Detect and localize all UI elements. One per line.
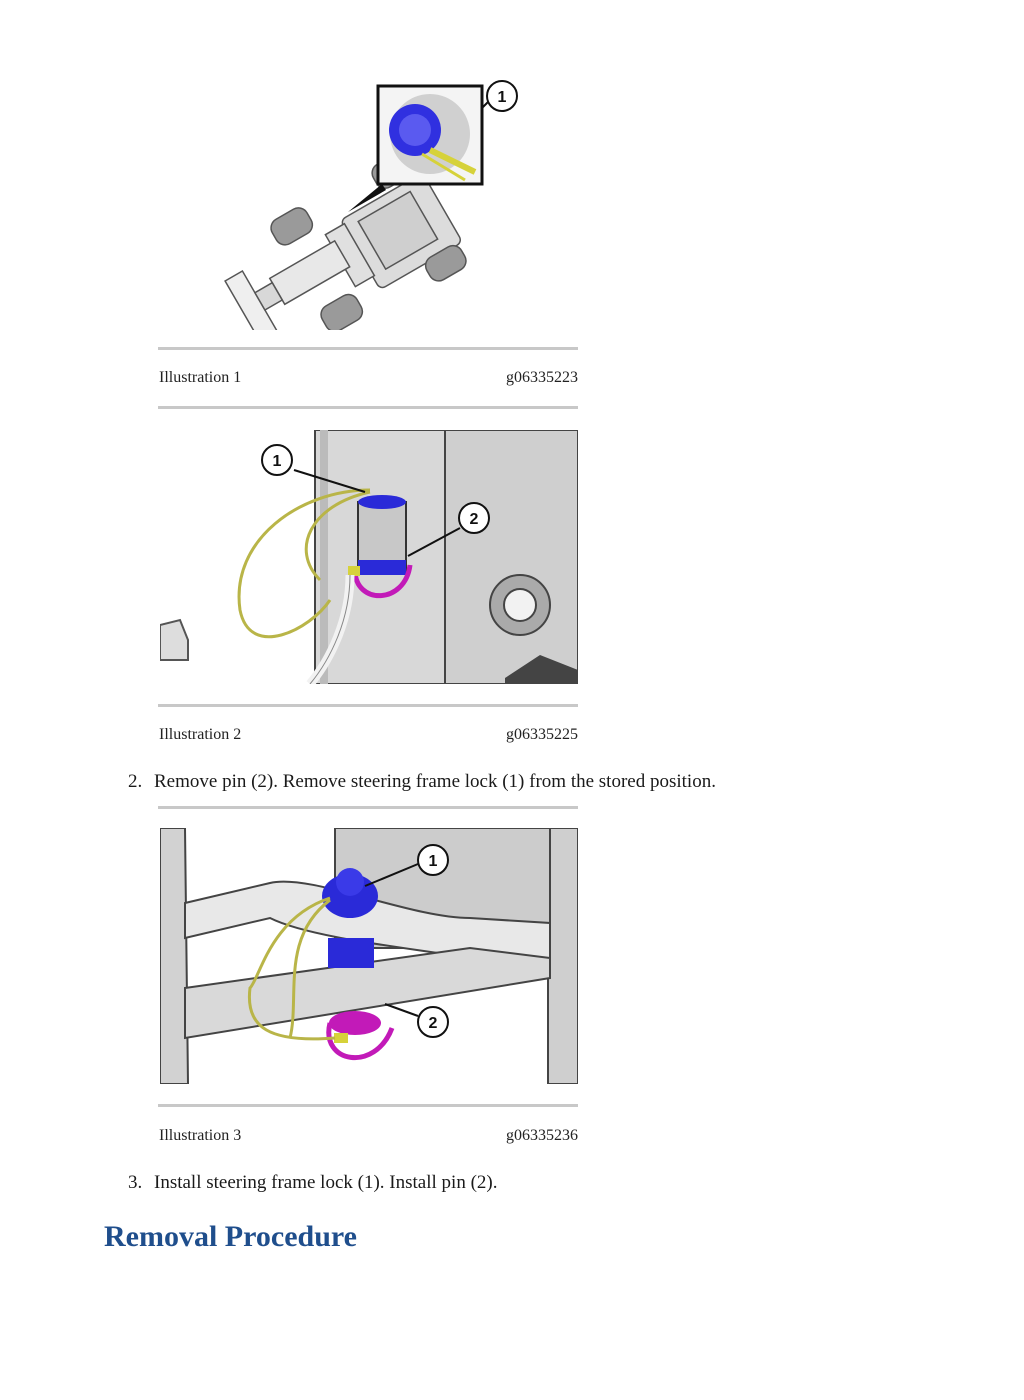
figure-2-caption-id: g06335225	[506, 726, 578, 743]
section-heading: Removal Procedure	[104, 1220, 357, 1253]
callout-2-label: 2	[470, 511, 479, 528]
step-3-text: Install steering frame lock (1). Install…	[154, 1172, 498, 1193]
step-3: 3. Install steering frame lock (1). Insta…	[128, 1172, 497, 1194]
callout-1-label: 1	[429, 853, 438, 870]
illustration-1-image: 1	[160, 62, 578, 330]
step-2: 2. Remove pin (2). Remove steering frame …	[128, 771, 716, 793]
callout-1-label: 1	[498, 89, 507, 106]
illustration-3-image: 1 2	[160, 828, 578, 1084]
figure-1-bottom-rule	[158, 406, 578, 409]
figure-1-top-rule	[158, 347, 578, 350]
step-3-number: 3.	[128, 1172, 143, 1193]
figure-1-caption-label: Illustration 1	[159, 369, 242, 386]
callout-2-label: 2	[429, 1015, 438, 1032]
callout-1-label: 1	[273, 453, 282, 470]
illustration-2-image: 1 2	[160, 430, 578, 684]
step-2-number: 2.	[128, 771, 143, 792]
step-2-text: Remove pin (2). Remove steering frame lo…	[154, 771, 716, 792]
figure-3-caption-id: g06335236	[506, 1127, 578, 1144]
figure-3-top-rule	[158, 806, 578, 809]
figure-2-caption-label: Illustration 2	[159, 726, 242, 743]
figure-3-caption-label: Illustration 3	[159, 1127, 242, 1144]
figure-2-top-rule	[158, 704, 578, 707]
figure-1-caption-id: g06335223	[506, 369, 578, 386]
figure-3-bottom-rule	[158, 1104, 578, 1107]
